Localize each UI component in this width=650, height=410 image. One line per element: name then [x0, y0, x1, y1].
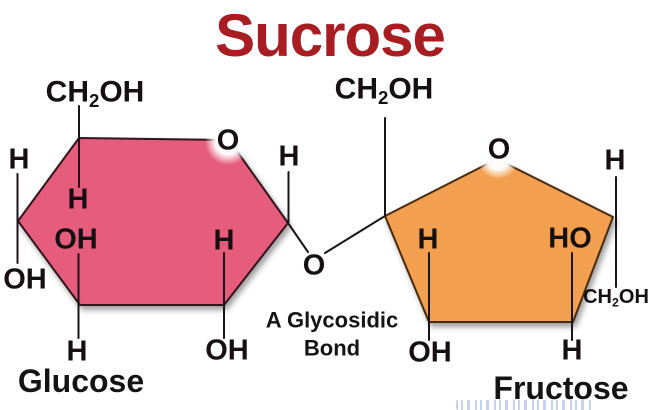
formula-prefix: CH [583, 285, 612, 308]
fructose-h-inner-label: H [417, 223, 439, 256]
formula-prefix: CH [45, 75, 89, 109]
glucose-ring-oxygen-label: O [216, 124, 240, 157]
glucose-oh-below-label: OH [205, 334, 249, 367]
fructose-h-below-label: H [561, 334, 583, 367]
glucose-h-inner-top-label: H [67, 183, 89, 216]
formula-subscript: 2 [611, 295, 619, 310]
fructose-oxygen-glow [477, 137, 519, 179]
caption-line-1: A Glycosidic [265, 307, 399, 333]
glucose-to-oxygen-bond-line [287, 222, 309, 253]
formula-subscript: 2 [378, 86, 389, 108]
glucose-ring-hexagon [17, 137, 289, 306]
formula-suffix: OH [388, 72, 434, 106]
glucose-name-label: Glucose [17, 363, 145, 399]
fructose-ring-pentagon [384, 158, 614, 323]
glucose-h-inner-right-label: H [213, 224, 235, 257]
glucose-oh-inner-label: OH [54, 223, 98, 256]
fructose-ch2oh-side-label: CH2OH [583, 287, 649, 309]
watermark-remnant [456, 400, 592, 410]
glycosidic-oxygen-label: O [302, 249, 326, 282]
fructose-h-outer-right-label: H [604, 144, 626, 177]
oxygen-to-fructose-bond-line [324, 215, 386, 254]
glucose-oh-outer-left-label: OH [3, 263, 47, 296]
fructose-ring-oxygen-label: O [487, 133, 511, 166]
formula-suffix: OH [99, 75, 145, 109]
fructose-ch2oh-top-label: CH2OH [335, 74, 434, 107]
glucose-ch2oh-label: CH2OH [46, 77, 145, 110]
glucose-h-outer-left-label: H [8, 143, 30, 176]
caption-line-2: Bond [303, 335, 361, 360]
fructose-name-label: Fructose [493, 370, 629, 406]
glycosidic-bond-caption: A Glycosidic Bond [266, 307, 398, 362]
formula-subscript: 2 [89, 89, 100, 111]
glucose-h-below-label: H [66, 335, 88, 368]
page-title: Sucrose [215, 2, 445, 69]
glucose-oxygen-glow [205, 119, 251, 165]
fructose-oh-below-label: OH [408, 336, 452, 369]
bridge-h-label: H [278, 140, 300, 173]
fructose-ho-inner-label: HO [548, 222, 592, 255]
formula-suffix: OH [618, 285, 649, 308]
formula-prefix: CH [334, 72, 378, 106]
